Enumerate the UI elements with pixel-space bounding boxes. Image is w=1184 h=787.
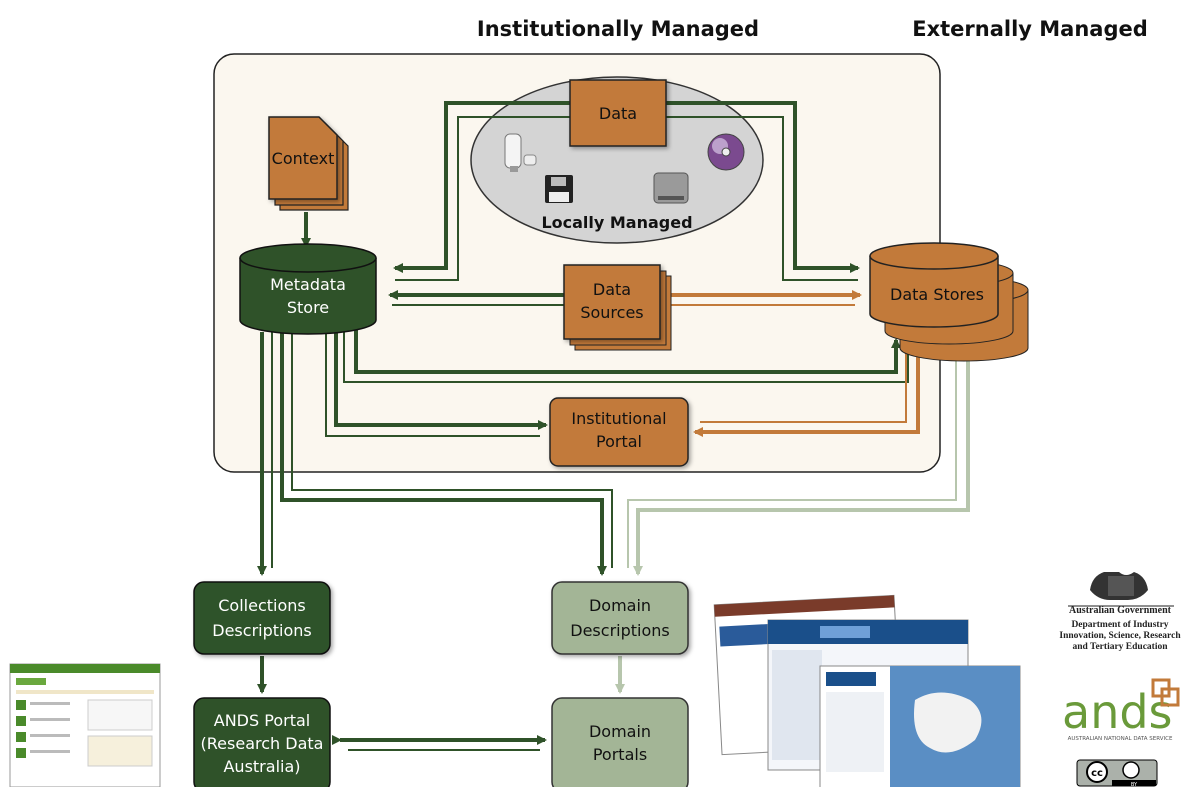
person-icon [1122,761,1140,779]
svg-text:Data: Data [593,280,631,299]
australian-government-logo: Australian Government Department of Indu… [1059,572,1181,652]
arrow-metadata-to-domain-desc [280,332,613,576]
collections-descriptions-node: Collections Descriptions [193,581,331,655]
svg-text:ands: ands [1062,685,1173,739]
svg-text:(Research Data: (Research Data [201,734,324,753]
svg-text:cc: cc [1091,768,1103,779]
locally-managed-label: Locally Managed [541,213,692,232]
svg-text:Collections: Collections [218,596,305,615]
metadata-store-node: Metadata Store [239,243,377,335]
arrow-data-to-datastores [666,101,860,281]
svg-text:Context: Context [272,149,335,168]
cd-disc-icon [707,133,745,171]
svg-text:Domain: Domain [589,596,651,615]
domain-portals-node: Domain Portals [551,697,689,787]
svg-text:Store: Store [287,298,329,317]
svg-text:Department of Industry: Department of Industry [1071,620,1168,630]
arrow-data-to-metadata [393,101,570,281]
arrow-datastores-to-instportal [693,345,920,437]
header-institutional: Institutionally Managed [477,17,759,41]
data-stores-node: Data Stores [869,242,1029,362]
arrow-sources-to-datastores [660,290,862,306]
svg-text:ANDS Portal: ANDS Portal [214,711,310,730]
svg-text:Portals: Portals [593,745,647,764]
svg-text:Institutional: Institutional [571,409,666,428]
data-node: Data [569,79,667,147]
svg-text:Portal: Portal [596,432,642,451]
svg-text:Australia): Australia) [223,757,300,776]
arrow-ands-domain-portals [332,735,547,751]
svg-text:Metadata: Metadata [270,275,346,294]
svg-text:BY: BY [1131,782,1138,787]
floppy-disk-icon [545,175,573,203]
svg-text:and Tertiary Education: and Tertiary Education [1072,642,1168,652]
research-data-australia-screenshot [9,663,161,787]
locally-managed-ellipse [470,76,764,244]
arrow-datastores-to-domain-desc [627,342,970,576]
arrow-metadata-to-collections [257,332,273,576]
svg-text:Australian Government: Australian Government [1069,605,1172,616]
coat-of-arms-icon [1090,572,1148,600]
arrow-metadata-to-instportal [325,332,548,437]
svg-text:Descriptions: Descriptions [212,621,311,640]
data-sources-node: Data Sources [563,264,672,351]
svg-text:Descriptions: Descriptions [570,621,669,640]
domain-portal-screenshots [713,594,1021,787]
ands-portal-node: ANDS Portal (Research Data Australia) [193,697,331,787]
ands-logo: ands AUSTRALIAN NATIONAL DATA SERVICE [1062,678,1180,742]
arrow-sources-to-metadata [388,290,565,306]
svg-text:Data: Data [599,104,637,123]
usb-drive-icon [504,133,537,172]
institutional-portal-node: Institutional Portal [549,397,689,467]
context-node: Context [268,116,349,211]
creative-commons-by-badge: cc BY [1076,759,1158,787]
arrow-metadata-to-datastores [343,330,909,383]
header-external: Externally Managed [912,17,1148,41]
svg-text:AUSTRALIAN NATIONAL DATA SERVI: AUSTRALIAN NATIONAL DATA SERVICE [1068,736,1173,742]
hard-drive-icon [653,172,689,204]
svg-text:Sources: Sources [580,303,643,322]
svg-text:Data Stores: Data Stores [890,285,984,304]
svg-text:Domain: Domain [589,722,651,741]
domain-descriptions-node: Domain Descriptions [551,581,689,655]
svg-text:Innovation, Science, Research: Innovation, Science, Research [1059,631,1181,641]
